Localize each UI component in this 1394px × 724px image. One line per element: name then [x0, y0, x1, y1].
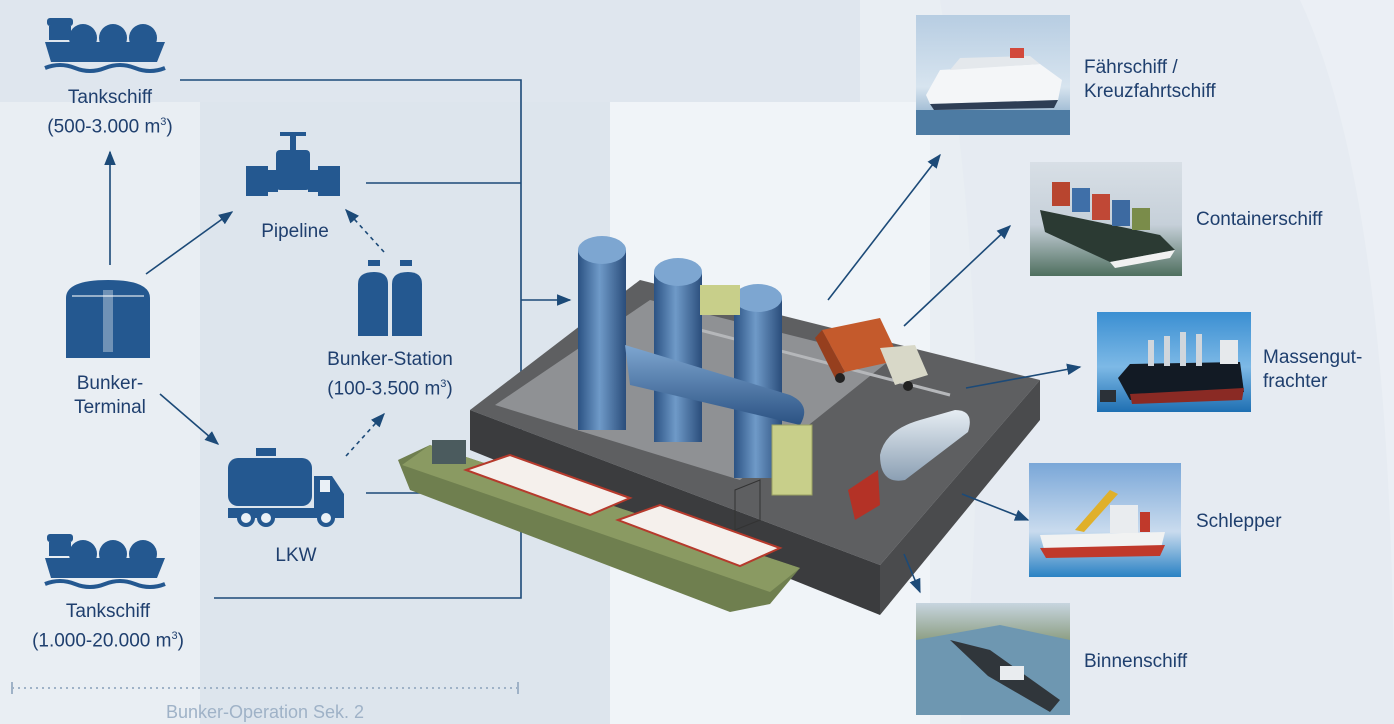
arrow-terminal-to-truck [159, 393, 220, 445]
arrow-to-cruise-ship [827, 153, 941, 301]
arrow-truck-to-station [345, 412, 385, 457]
truck-label: LKW [275, 545, 317, 566]
tanker-bottom-name: Tankschiff [65, 601, 151, 622]
tanker-ship-icon [44, 18, 166, 73]
station-capacity: (100-3.500 m3) [327, 378, 453, 400]
vertical-tank [578, 236, 626, 430]
tanker-bottom-label: Tankschiff (1.000-20.000 m3) [8, 600, 208, 653]
arrow-to-container-ship [903, 225, 1012, 327]
tug-photo [1029, 463, 1181, 577]
pipeline-label: Pipeline [261, 221, 329, 242]
valve-pipe-icon [246, 132, 340, 196]
arrow-station-to-pipeline [345, 208, 385, 253]
arrow-to-inland-ship [903, 553, 921, 594]
bunker-facility-illustration [398, 236, 1040, 615]
arrow-to-bulk-carrier [965, 363, 1082, 389]
target-label-container: Containerschiff [1196, 209, 1323, 230]
station-label: Bunker-Station (100-3.500 m3) [290, 348, 490, 401]
arrow-to-tug [961, 493, 1030, 521]
cruise-ship-photo [916, 15, 1070, 135]
tank-truck-icon [228, 448, 344, 527]
vertical-tank [654, 258, 702, 442]
tanker-top-capacity: (500-3.000 m3) [47, 116, 173, 138]
arrow-terminal-to-pipeline [145, 211, 234, 275]
gas-cylinders-icon [358, 260, 422, 336]
terminal-label: Bunker- Terminal [74, 373, 146, 418]
target-label-cruise: Fährschiff / Kreuzfahrtschiff [1084, 57, 1216, 102]
target-label-inland: Binnenschiff [1084, 651, 1188, 672]
storage-tank-icon [66, 280, 150, 358]
tanker-bottom-capacity: (1.000-20.000 m3) [32, 630, 184, 652]
bulk-carrier-photo [1097, 312, 1251, 412]
target-label-bulk: Massengut- frachter [1263, 347, 1363, 392]
target-label-tug: Schlepper [1196, 511, 1282, 532]
inland-ship-photo [916, 603, 1070, 715]
flow-lines [104, 79, 572, 599]
target-arrows [827, 153, 1082, 594]
tanker-top-name: Tankschiff [67, 87, 153, 108]
tanker-ship-icon [44, 534, 166, 589]
station-name: Bunker-Station [327, 349, 453, 370]
diagram-caption: Bunker-Operation Sek. 2 [165, 702, 365, 722]
container-ship-photo [1030, 162, 1182, 276]
tanker-top-label: Tankschiff (500-3.000 m3) [10, 86, 210, 139]
line-tanker-collector [180, 79, 522, 599]
